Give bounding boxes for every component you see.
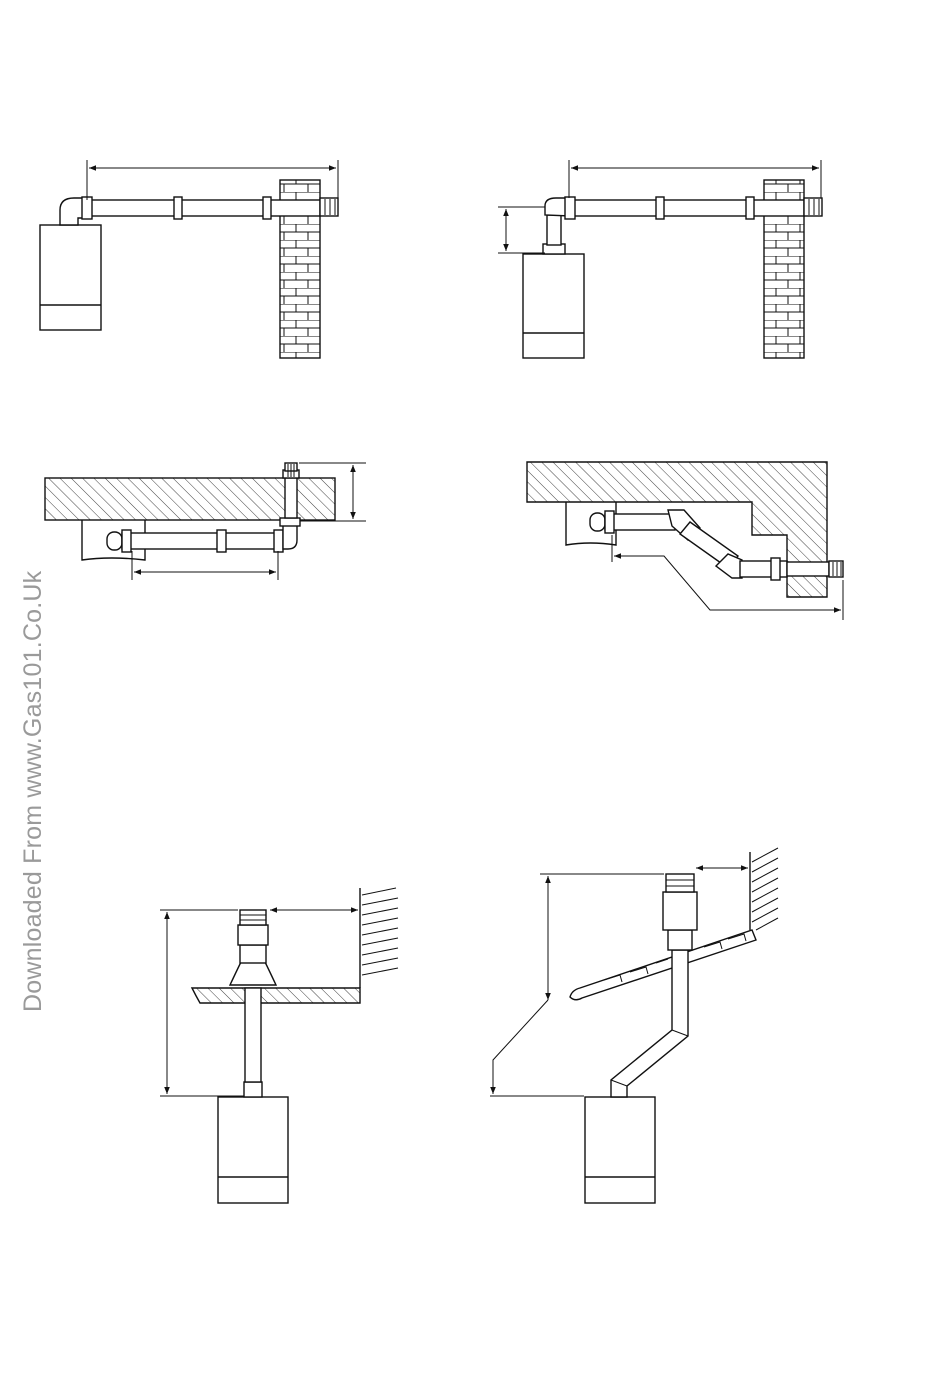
wall-cladding — [752, 848, 778, 930]
flue-pipe — [605, 514, 675, 530]
flue-vertical — [285, 478, 297, 518]
diagram-horizontal-flue-rear — [40, 160, 338, 358]
pitched-roof — [570, 930, 756, 1000]
flue-riser — [547, 215, 561, 245]
diagram-horizontal-flue-extended-vertical — [498, 160, 822, 358]
diagram-vertical-flue-pitched-roof — [490, 848, 778, 1203]
roof-flashing — [668, 930, 692, 950]
diagram-horizontal-flue-under-ceiling — [45, 463, 366, 580]
wall-cladding — [362, 888, 398, 975]
roof-flashing — [230, 962, 276, 985]
flue-terminal — [663, 892, 697, 930]
boiler-unit — [585, 1097, 655, 1203]
diagram-vertical-flue-flat-roof — [160, 888, 398, 1203]
flue-pipe — [570, 200, 804, 216]
flue-pipe — [88, 200, 320, 216]
boiler-unit — [218, 1097, 288, 1203]
boiler-unit — [523, 254, 584, 358]
flat-roof — [192, 988, 360, 1003]
flue-terminal — [238, 925, 268, 945]
flue-pipe — [122, 533, 278, 549]
diagram-horizontal-flue-with-offset — [527, 462, 843, 620]
flue-vertical — [245, 988, 261, 1082]
boiler-unit — [40, 225, 101, 330]
